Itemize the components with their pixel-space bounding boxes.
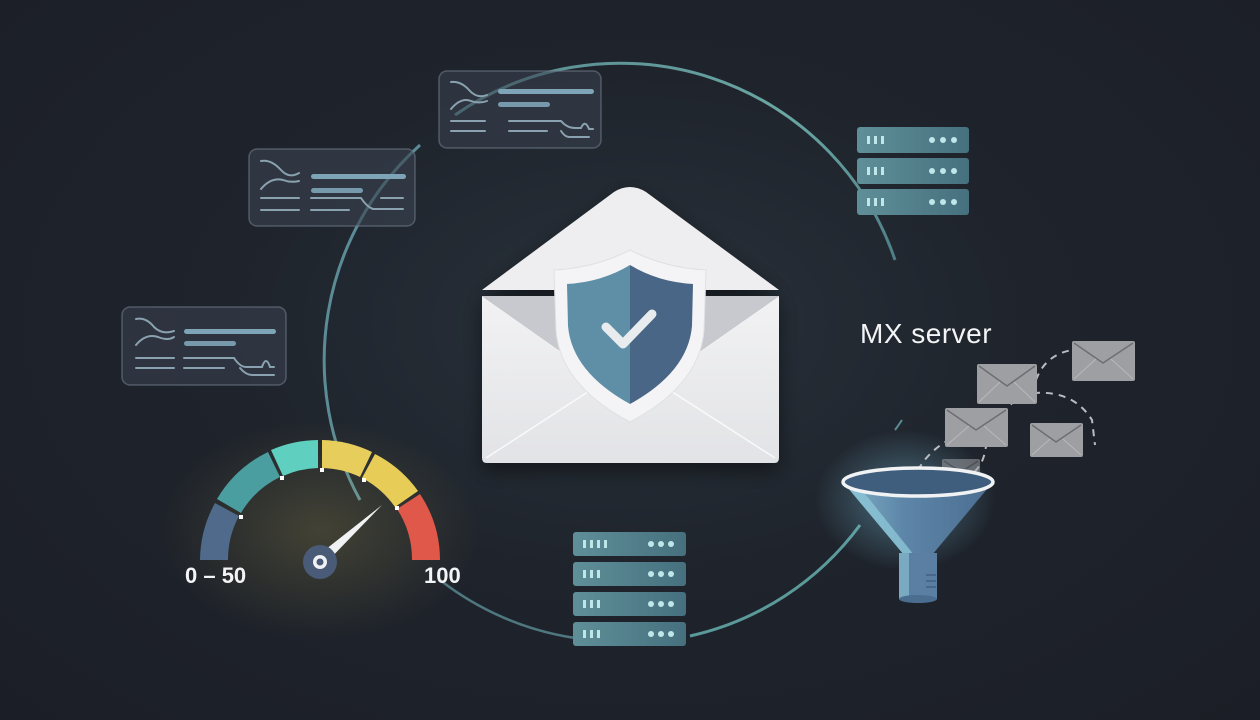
- mx-server-label: MX server: [860, 318, 993, 349]
- gauge-min-label: 0 – 50: [185, 563, 247, 588]
- server-rack-icon: [573, 532, 686, 646]
- mail-icon: [1030, 423, 1083, 457]
- config-card-middle: [248, 148, 416, 227]
- config-lines-icon: [450, 80, 594, 138]
- server-rack-bottom: [573, 532, 686, 646]
- config-card-top: [438, 70, 602, 149]
- mail-icon: [977, 364, 1037, 404]
- config-card-left: [121, 306, 287, 386]
- envelope-shield-check-icon: [482, 187, 779, 463]
- config-lines-icon: [260, 159, 404, 211]
- mail-icon: [945, 408, 1008, 447]
- score-gauge: [200, 440, 440, 579]
- funnel-icon: [841, 466, 995, 603]
- mx-mail-cluster: [917, 341, 1135, 481]
- config-lines-icon: [135, 317, 275, 376]
- server-rack-top-right: [857, 127, 969, 215]
- mail-icon: [1072, 341, 1135, 381]
- server-rack-icon: [857, 127, 969, 215]
- gauge-max-label: 100: [424, 563, 461, 588]
